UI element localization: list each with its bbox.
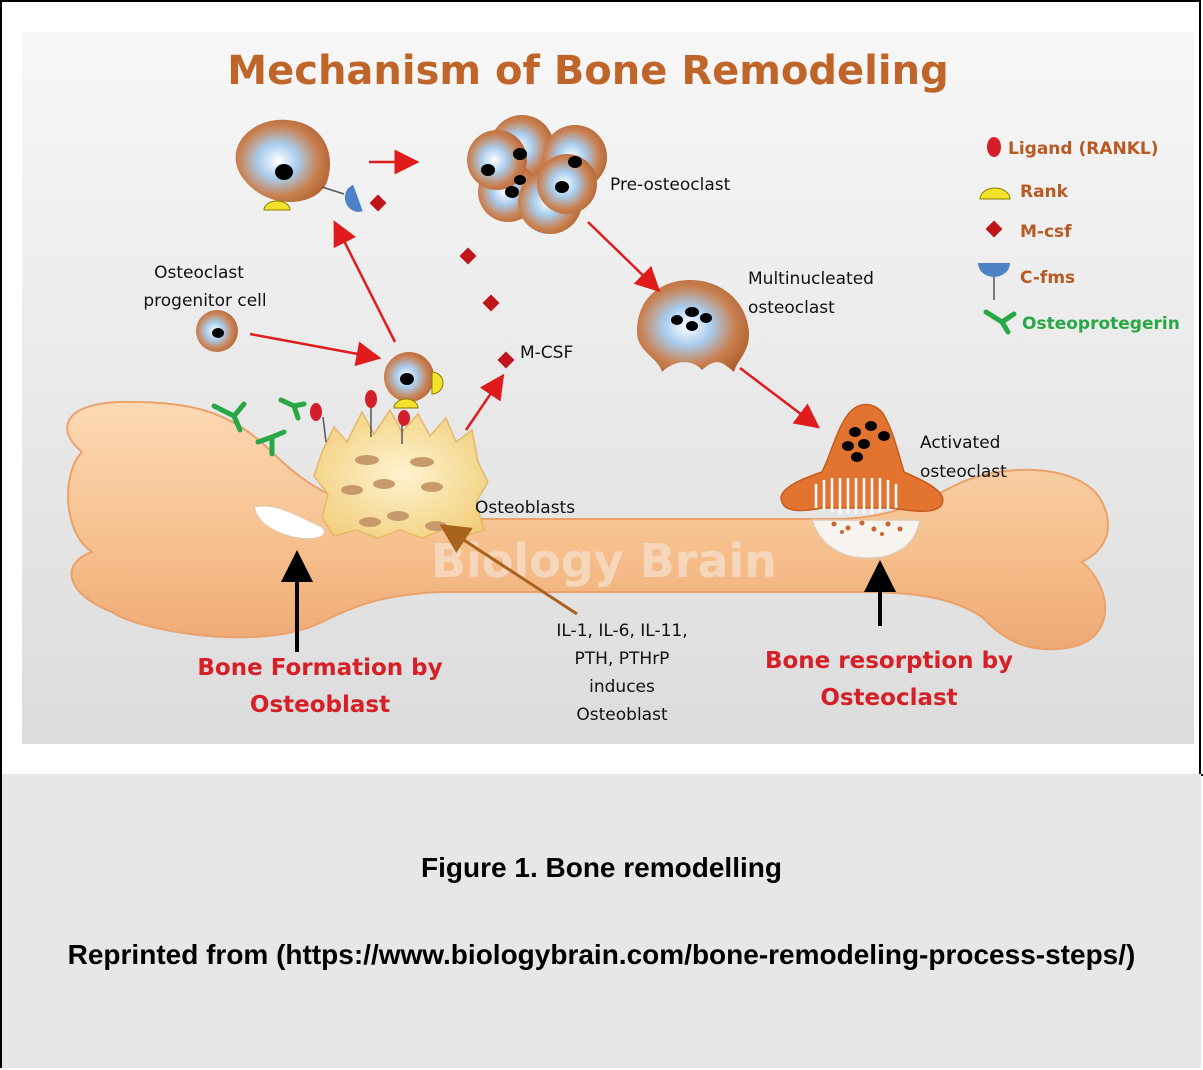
diagram-panel: Mechanism of Bone Remodeling Biology Bra… xyxy=(22,32,1194,744)
label-cytokines-line2: PTH, PTHrP xyxy=(575,649,670,669)
bone-remodeling-diagram: Mechanism of Bone Remodeling Biology Bra… xyxy=(22,32,1194,744)
diagram-title: Mechanism of Bone Remodeling xyxy=(227,48,948,94)
legend-label-ligand: Ligand (RANKL) xyxy=(1008,139,1159,159)
legend-label-osteoprotegerin: Osteoprotegerin xyxy=(1022,314,1180,334)
label-cytokines-line3: induces xyxy=(589,677,655,697)
label-activated-line2: osteoclast xyxy=(920,462,1007,482)
label-activated-line1: Activated xyxy=(920,433,1000,453)
ligand-icon xyxy=(987,137,1001,157)
label-cytokines-line4: Osteoblast xyxy=(576,705,668,725)
legend-label-mcsf: M-csf xyxy=(1020,222,1072,242)
caption-title: Figure 1. Bone remodelling xyxy=(2,852,1201,884)
label-resorption-line2: Osteoclast xyxy=(820,685,957,711)
label-progenitor-line2: progenitor cell xyxy=(143,291,266,311)
label-progenitor-line1: Osteoclast xyxy=(154,263,244,283)
watermark: Biology Brain xyxy=(431,534,777,588)
progenitor-cell xyxy=(196,310,238,352)
label-multinucleated-line1: Multinucleated xyxy=(748,269,874,289)
label-formation-line1: Bone Formation by xyxy=(197,655,442,681)
caption-panel: Figure 1. Bone remodelling Reprinted fro… xyxy=(2,774,1201,1068)
legend-label-cfms: C-fms xyxy=(1020,268,1075,288)
caption-source: Reprinted from (https://www.biologybrain… xyxy=(2,932,1201,978)
label-resorption-line1: Bone resorption by xyxy=(765,648,1013,674)
label-mcsf: M-CSF xyxy=(520,343,573,363)
legend-label-rank: Rank xyxy=(1020,182,1069,202)
label-osteoblasts: Osteoblasts xyxy=(475,498,575,518)
label-multinucleated-line2: osteoclast xyxy=(748,298,835,318)
legend-item-ligand: Ligand (RANKL) xyxy=(987,137,1159,159)
label-formation-line2: Osteoblast xyxy=(250,692,390,718)
label-pre-osteoclast: Pre-osteoclast xyxy=(610,175,731,195)
label-cytokines-line1: IL-1, IL-6, IL-11, xyxy=(556,621,687,641)
